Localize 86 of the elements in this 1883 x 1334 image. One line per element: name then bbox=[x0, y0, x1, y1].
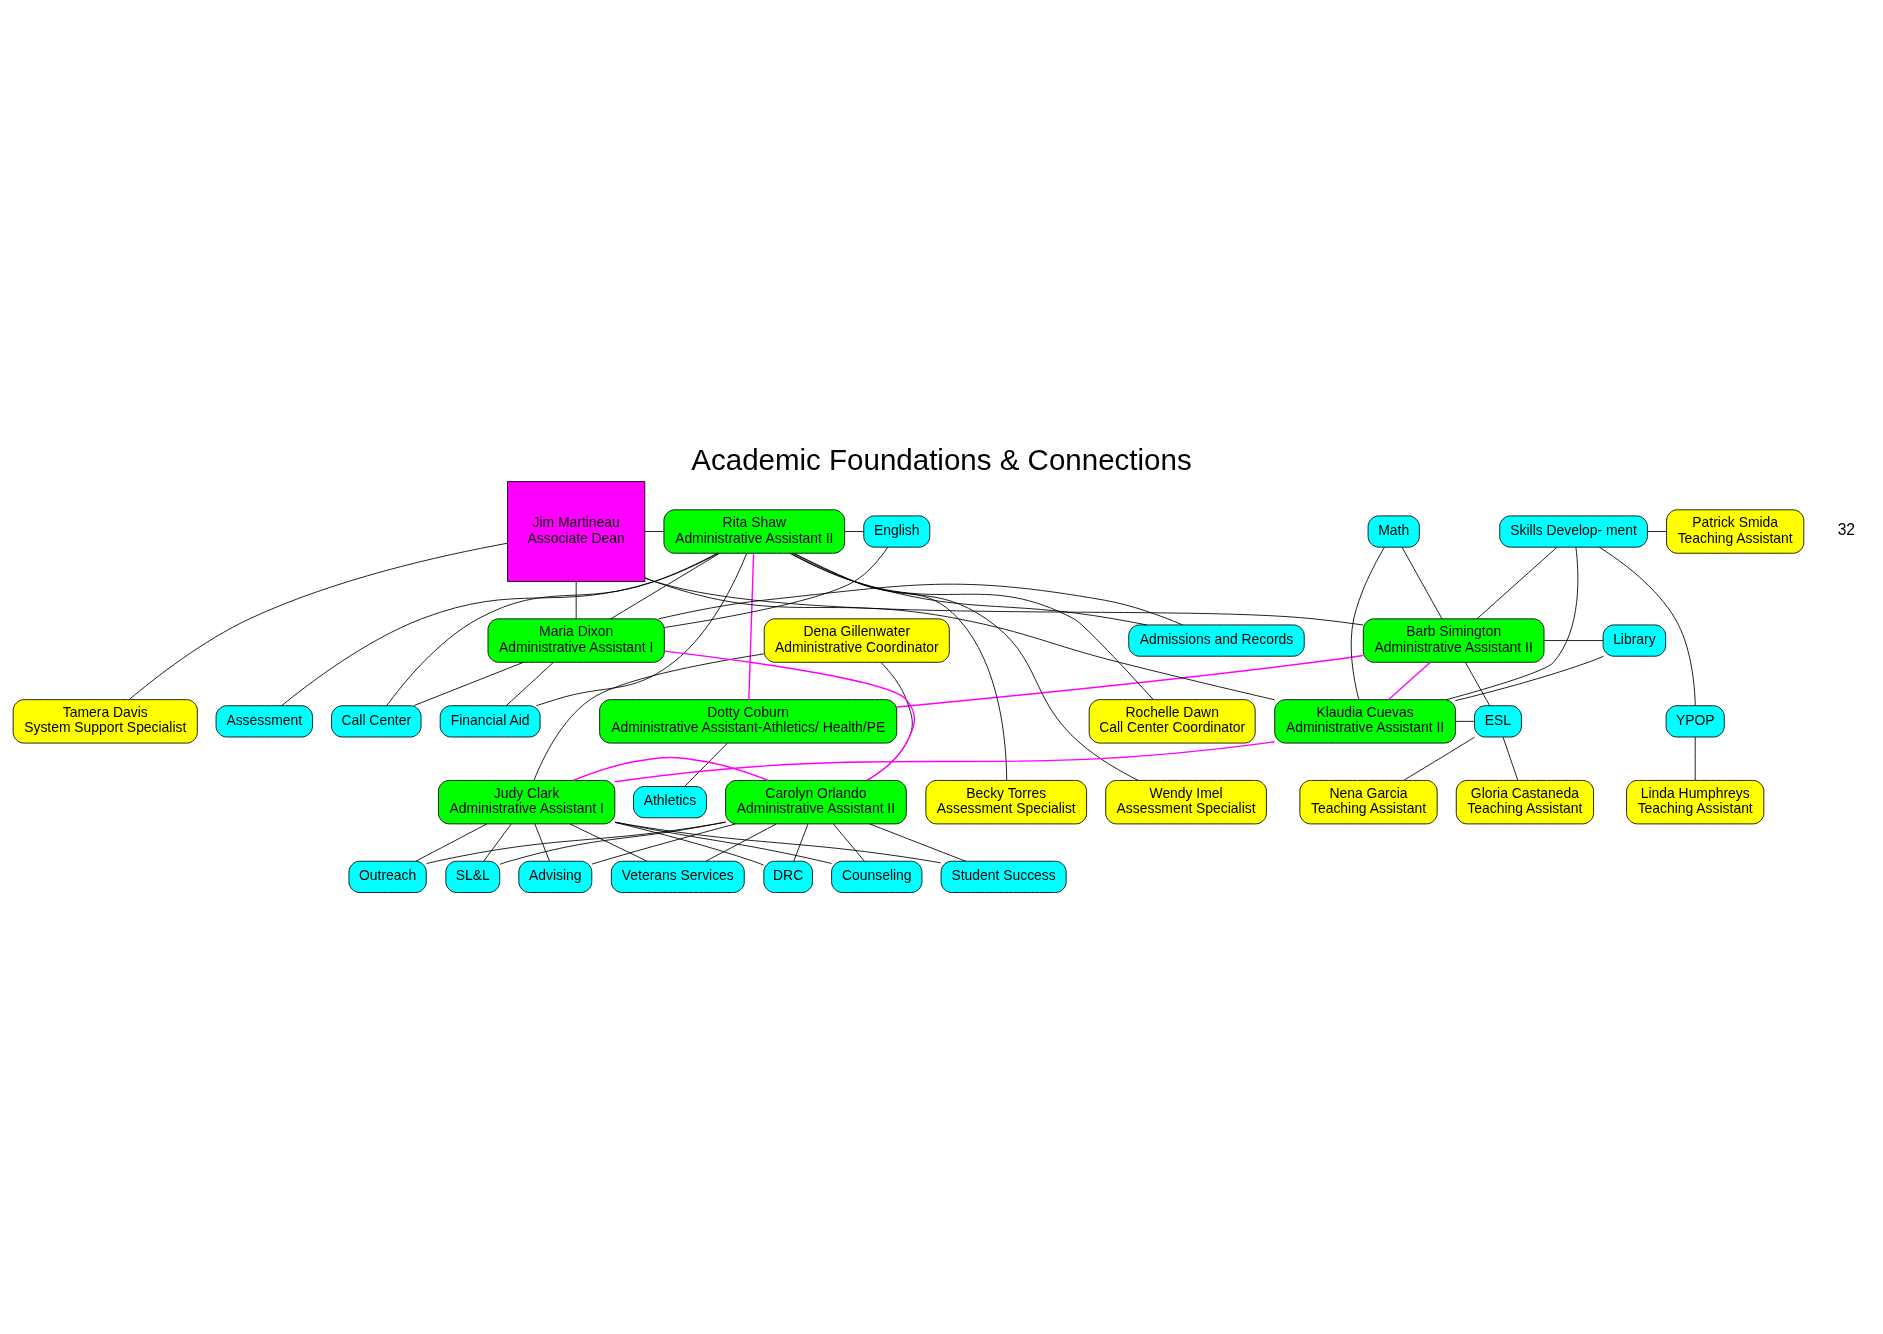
connector bbox=[614, 821, 765, 865]
connector bbox=[1694, 736, 1696, 781]
connector bbox=[415, 823, 488, 862]
node-box: Athletics bbox=[633, 785, 707, 818]
connector bbox=[536, 552, 748, 706]
connector bbox=[1455, 655, 1604, 701]
connector bbox=[1598, 546, 1696, 706]
connector bbox=[591, 823, 736, 865]
node-box: Wendy Imel Assessment Specialist bbox=[1105, 779, 1267, 824]
node-box: Math bbox=[1367, 514, 1420, 548]
node-box: English bbox=[863, 514, 931, 548]
connector bbox=[1403, 736, 1475, 781]
node-box: Rochelle Dawn Call Center Coordinator bbox=[1088, 698, 1256, 744]
connector bbox=[386, 552, 718, 706]
connector bbox=[1502, 736, 1519, 781]
node-box: Jim Martineau Associate Dean bbox=[507, 480, 646, 582]
node-box: SL&L bbox=[445, 860, 501, 893]
connector bbox=[644, 576, 1276, 700]
connector bbox=[1465, 661, 1491, 706]
node-box: Dotty Coburn Administrative Assistant-Athletics/ Health/PE bbox=[599, 698, 898, 744]
connector bbox=[790, 552, 1154, 700]
connector bbox=[505, 661, 554, 706]
node-box: Rita Shaw Administrative Assistant II bbox=[663, 508, 846, 554]
connector bbox=[844, 530, 864, 532]
connector bbox=[748, 552, 755, 700]
node-box: Becky Torres Assessment Specialist bbox=[925, 779, 1088, 824]
connector bbox=[413, 661, 524, 706]
connector bbox=[1446, 546, 1579, 700]
node-box: Admissions and Records bbox=[1128, 624, 1305, 657]
node-box: Advising bbox=[518, 860, 593, 893]
connector bbox=[684, 742, 728, 787]
connector bbox=[1476, 546, 1558, 619]
connector bbox=[705, 823, 777, 862]
connector bbox=[575, 580, 577, 619]
diagram-title: Academic Foundations & Connections bbox=[691, 442, 1192, 476]
connector bbox=[614, 740, 1276, 782]
connector bbox=[1455, 720, 1475, 722]
node-box: Assessment bbox=[215, 704, 313, 737]
connector bbox=[664, 546, 889, 628]
label: 32 bbox=[1837, 520, 1856, 538]
node-box: Linda Humphreys Teaching Assistant bbox=[1626, 779, 1765, 824]
connector bbox=[1387, 661, 1431, 700]
connector bbox=[281, 552, 719, 706]
connector bbox=[426, 821, 726, 864]
connector bbox=[128, 542, 508, 700]
connector bbox=[569, 823, 648, 862]
node-box: Maria Dixon Administrative Assistant I bbox=[487, 617, 665, 663]
node-box: Veterans Services bbox=[610, 860, 745, 893]
connector bbox=[610, 552, 720, 619]
node-box: Gloria Castaneda Teaching Assistant bbox=[1455, 779, 1594, 824]
node-box: Nena Garcia Teaching Assistant bbox=[1299, 779, 1438, 824]
node-box: DRC bbox=[763, 860, 813, 893]
node-box: Financial Aid bbox=[439, 704, 541, 737]
connector bbox=[483, 823, 512, 862]
connector bbox=[1350, 546, 1385, 700]
connector bbox=[644, 530, 665, 532]
node-box: Klaudia Cuevas Administrative Assistant II bbox=[1274, 698, 1456, 744]
node-box: Barb Simington Administrative Assistant II bbox=[1362, 617, 1545, 663]
connector bbox=[833, 823, 865, 862]
connector bbox=[1647, 530, 1667, 532]
connector bbox=[789, 552, 1147, 625]
connector bbox=[533, 652, 765, 781]
connector bbox=[869, 823, 967, 862]
connector bbox=[896, 654, 1364, 708]
node-box: Skills Develop- ment bbox=[1499, 514, 1648, 548]
node-box: Patrick Smida Teaching Assistant bbox=[1666, 508, 1805, 554]
connector bbox=[1401, 546, 1443, 619]
node-box: Tamera Davis System Support Specialist bbox=[12, 698, 198, 744]
connector bbox=[658, 583, 1183, 625]
connector bbox=[499, 821, 726, 865]
node-box: Dena Gillenwater Administrative Coordinator bbox=[763, 617, 950, 663]
node-box: ESL bbox=[1474, 704, 1522, 737]
connector bbox=[793, 823, 809, 862]
connector bbox=[572, 756, 769, 781]
node-box: Outreach bbox=[348, 860, 427, 893]
connector bbox=[614, 821, 832, 864]
node-box: Carolyn Orlando Administrative Assistant II bbox=[725, 779, 907, 824]
node-box: Counseling bbox=[831, 860, 923, 893]
node-box: YPOP bbox=[1665, 704, 1725, 737]
connector bbox=[1543, 639, 1604, 641]
node-box: Student Success bbox=[940, 860, 1067, 893]
node-box: Judy Clark Administrative Assistant I bbox=[438, 779, 616, 824]
connector bbox=[614, 821, 942, 863]
node-box: Library bbox=[1602, 624, 1667, 657]
connector bbox=[534, 823, 550, 862]
node-box: Call Center bbox=[331, 704, 422, 737]
